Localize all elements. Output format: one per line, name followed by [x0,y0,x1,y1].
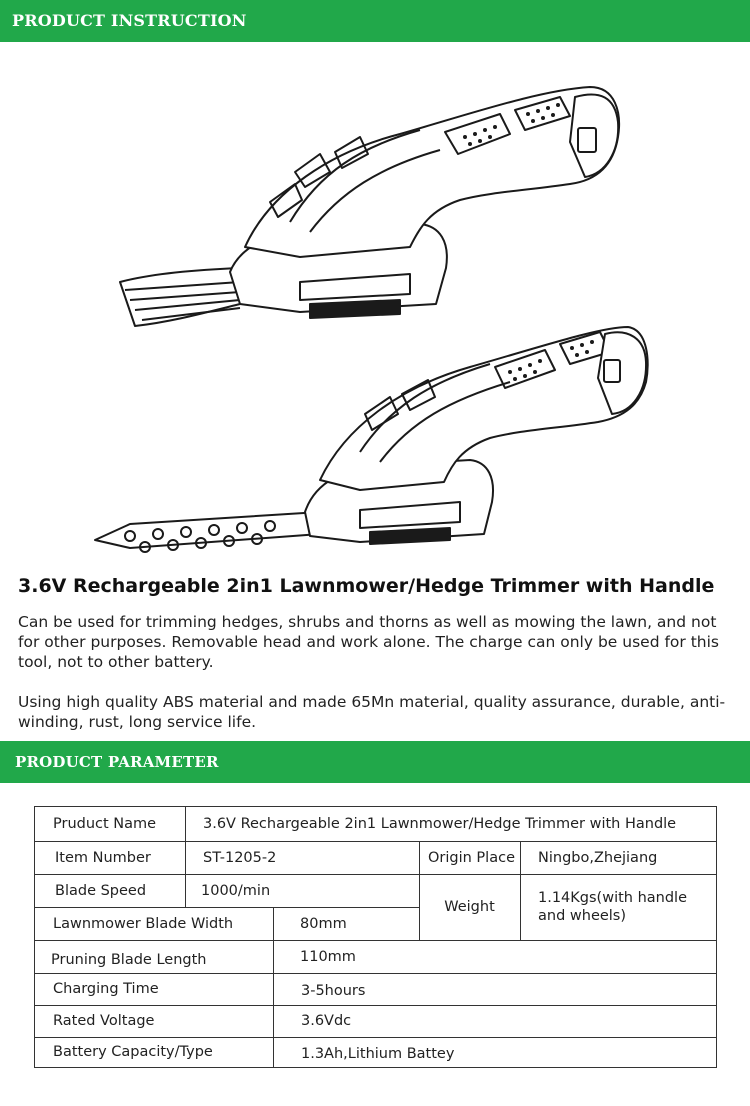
origin-value: Ningbo,Zhejiang [538,849,658,866]
product-name-value: 3.6V Rechargeable 2in1 Lawnmower/Hedge T… [203,816,677,832]
rated-voltage-label: Rated Voltage [53,1013,155,1029]
description-paragraph: Can be used for trimming hedges, shrubs … [18,613,719,671]
weight-label: Weight [444,899,495,915]
lawnmower-configuration [119,86,620,327]
product-illustration [94,86,649,553]
product-instruction-banner: PRODUCT INSTRUCTION [0,0,750,42]
teeth-strip [309,299,401,319]
blade-teeth [124,520,276,553]
lawnmower-blade-width-label: Lawnmower Blade Width [53,915,234,932]
product-name-label: Pruduct Name [53,816,157,832]
origin-label: Origin Place [428,849,515,866]
charging-time-label: Charging Time [53,981,159,997]
battery-label: Battery Capacity/Type [53,1044,213,1060]
item-number-label: Item Number [55,849,151,866]
hedge-trimmer-configuration [94,326,649,553]
charging-time-value: 3-5hours [301,983,366,999]
material-paragraph: Using high quality ABS material and made… [18,693,726,731]
blade-speed-label: Blade Speed [55,882,147,899]
rated-voltage-value: 3.6Vdc [301,1013,352,1029]
parameter-table: Pruduct Name 3.6V Rechargeable 2in1 Lawn… [34,806,717,1068]
grip-texture [463,103,560,146]
lawnmower-blade-width-value: 80mm [300,915,347,932]
pruning-blade-length-value: 110mm [300,948,356,965]
weight-value: 1.14Kgs(with handle and wheels) [538,890,688,924]
blade-speed-value: 1000/min [201,882,271,899]
item-number-value: ST-1205-2 [203,849,277,866]
battery-value: 1.3Ah,Lithium Battey [301,1046,455,1062]
pruning-blade-length-label: Pruning Blade Length [51,951,207,968]
product-title: 3.6V Rechargeable 2in1 Lawnmower/Hedge T… [18,575,715,597]
product-parameter-banner: PRODUCT PARAMETER [0,741,750,783]
